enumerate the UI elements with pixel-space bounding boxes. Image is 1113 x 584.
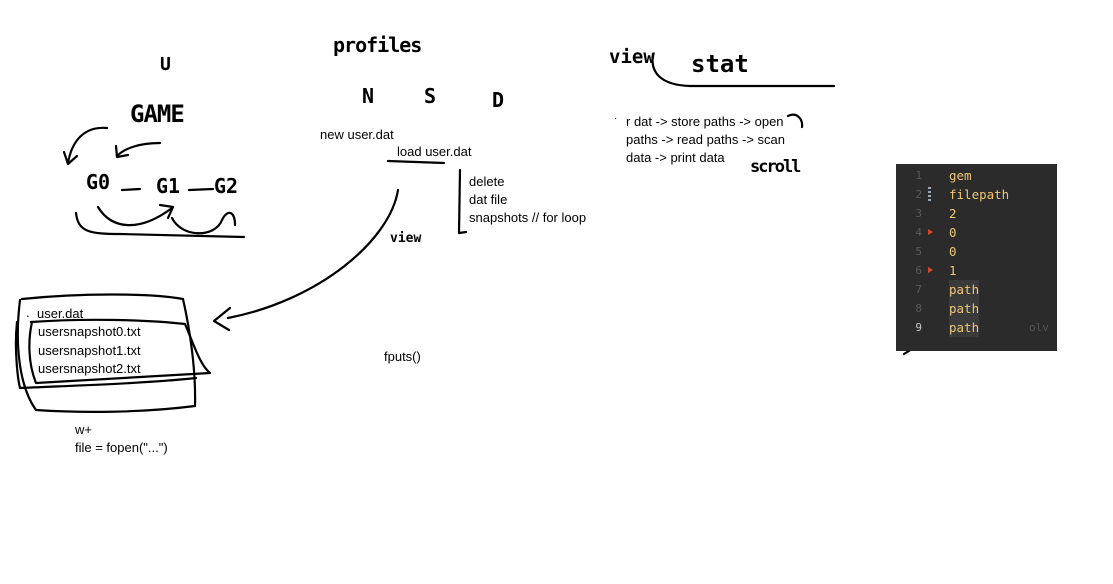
- game-arrow-left-head: [62, 150, 79, 166]
- line-number: 9: [915, 321, 922, 334]
- error-arrow-icon: [928, 267, 933, 273]
- code-text: path: [949, 280, 980, 299]
- file-box-dot: .: [26, 305, 30, 320]
- note-dat-file: dat file: [469, 192, 508, 207]
- g0-loop-head: [158, 203, 175, 220]
- line-number: 4: [915, 226, 922, 239]
- load-underline: [386, 159, 446, 165]
- note-read-flow-2: paths -> read paths -> scan: [626, 132, 785, 147]
- note-read-flow-3: data -> print data: [626, 150, 725, 165]
- code-text: 1: [949, 263, 957, 278]
- editor-line: 1 gem: [896, 166, 1057, 185]
- game-arrow-mid: [115, 141, 162, 158]
- label-u: U: [160, 54, 171, 75]
- code-text: path: [949, 318, 980, 337]
- editor-line: 8 path: [896, 299, 1057, 318]
- editor-line: 2 filepath: [896, 185, 1057, 204]
- g1-to-g0-arrow: [120, 187, 142, 192]
- code-text: 0: [949, 244, 957, 259]
- game-underline: [74, 211, 246, 239]
- game-arrow-left: [66, 126, 109, 165]
- label-s: S: [424, 84, 437, 108]
- label-profiles: profiles: [333, 33, 422, 57]
- note-fputs: fputs(): [384, 349, 421, 364]
- label-g1: G1: [156, 174, 181, 198]
- label-view-small: view: [390, 231, 422, 246]
- label-game: GAME: [130, 100, 185, 128]
- ghost-text: olv: [1029, 321, 1049, 334]
- editor-line: 6 1: [896, 261, 1057, 280]
- line-number: 1: [915, 169, 922, 182]
- file-box-title: user.dat: [37, 306, 84, 321]
- note-read-flow-1: r dat -> store paths -> open: [626, 114, 784, 129]
- code-editor-snippet: 1 gem 2 filepath 3 2 4 0 5 0 6 1 7 path …: [896, 164, 1057, 351]
- editor-line: 7 path: [896, 280, 1057, 299]
- label-scroll: scroll: [750, 157, 801, 177]
- label-stat: stat: [691, 50, 749, 78]
- line-number: 5: [915, 245, 922, 258]
- editor-line: 3 2: [896, 204, 1057, 223]
- editor-line: 5 0: [896, 242, 1057, 261]
- code-text: gem: [949, 168, 972, 183]
- view-underline: [651, 52, 836, 88]
- line-number: 7: [915, 283, 922, 296]
- code-text: 0: [949, 225, 957, 240]
- g2-to-g1-arrow: [187, 187, 215, 192]
- delete-bracket: [457, 168, 468, 235]
- note-load-user: load user.dat: [397, 144, 472, 159]
- line-number: 3: [915, 207, 922, 220]
- open-curl: [786, 113, 804, 129]
- label-g2: G2: [214, 174, 239, 198]
- note-fopen: file = fopen("..."): [75, 440, 168, 455]
- label-g0: G0: [86, 170, 111, 194]
- line-number: 8: [915, 302, 922, 315]
- note-delete: delete: [469, 174, 505, 189]
- note-new-user: new user.dat: [320, 127, 394, 142]
- modified-marker-icon: [928, 187, 931, 202]
- note-snapshots-loop: snapshots // for loop: [469, 210, 587, 225]
- file-snapshot-1: usersnapshot1.txt: [38, 343, 141, 358]
- note-mode: w+: [75, 422, 92, 437]
- code-text: 2: [949, 206, 957, 221]
- load-to-box-arrow: [226, 188, 400, 320]
- load-to-box-arrowhead: [212, 306, 232, 332]
- bullet-dot: ·: [614, 113, 618, 124]
- label-n: N: [362, 84, 375, 108]
- editor-line: 4 0: [896, 223, 1057, 242]
- label-view: view: [609, 46, 655, 68]
- file-snapshot-0: usersnapshot0.txt: [38, 324, 141, 339]
- line-number: 6: [915, 264, 922, 277]
- editor-line: 9 path olv: [896, 318, 1057, 337]
- code-text: filepath: [949, 187, 1010, 202]
- file-box-scribble: [14, 320, 198, 390]
- game-arrow-mid-head: [114, 144, 130, 159]
- code-text: path: [949, 299, 980, 318]
- file-snapshot-2: usersnapshot2.txt: [38, 361, 141, 376]
- line-number: 2: [915, 188, 922, 201]
- file-box-inner: [28, 318, 212, 385]
- g1-loop: [170, 211, 237, 235]
- label-d: D: [492, 88, 505, 112]
- g0-loop: [96, 205, 174, 227]
- error-arrow-icon: [928, 229, 933, 235]
